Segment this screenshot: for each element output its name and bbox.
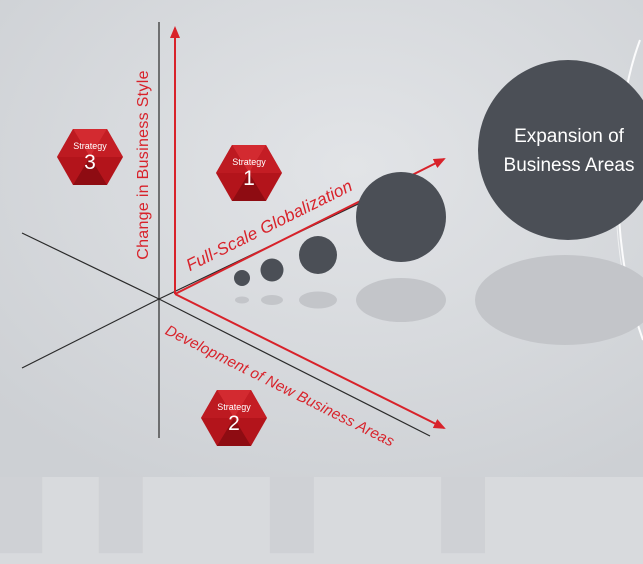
shadow-ellipse <box>299 291 337 309</box>
strategy-3-number: 3 <box>84 151 96 174</box>
axis-line-upper-left <box>21 232 160 300</box>
growth-circle <box>260 258 284 282</box>
strategy-2-word: Strategy <box>217 402 251 412</box>
big-circle-line1: Expansion of <box>514 126 624 147</box>
strategy-1-badge: Strategy 1 <box>215 143 283 203</box>
strategy-2-badge: Strategy 2 <box>200 388 268 448</box>
big-circle-label: Expansion of Business Areas <box>474 122 643 180</box>
axis-line-lower-right <box>158 298 431 437</box>
shadow-ellipse <box>235 296 249 304</box>
strategy-3-word: Strategy <box>73 141 107 151</box>
big-circle <box>478 60 643 240</box>
strategy-1-number: 1 <box>243 167 255 190</box>
strategy-1-word: Strategy <box>232 157 266 167</box>
growth-circle <box>234 270 250 286</box>
shadow-ellipse <box>261 295 283 305</box>
growth-circle <box>299 236 337 274</box>
diagram-graphics <box>0 0 643 477</box>
shadow-ellipse <box>356 278 446 322</box>
big-circle-line2: Business Areas <box>503 155 635 176</box>
diagram-canvas: ▮▮ ▮ ▮ <box>0 0 643 477</box>
shadow-ellipse <box>475 255 643 345</box>
vertical-axis-label: Change in Business Style <box>135 70 152 260</box>
strategy-3-badge: Strategy 3 <box>56 127 124 187</box>
red-arrow-new-business <box>174 293 446 429</box>
axis-line-lower-left <box>21 298 160 369</box>
growth-circle <box>356 172 446 262</box>
strategy-2-number: 2 <box>228 412 240 435</box>
